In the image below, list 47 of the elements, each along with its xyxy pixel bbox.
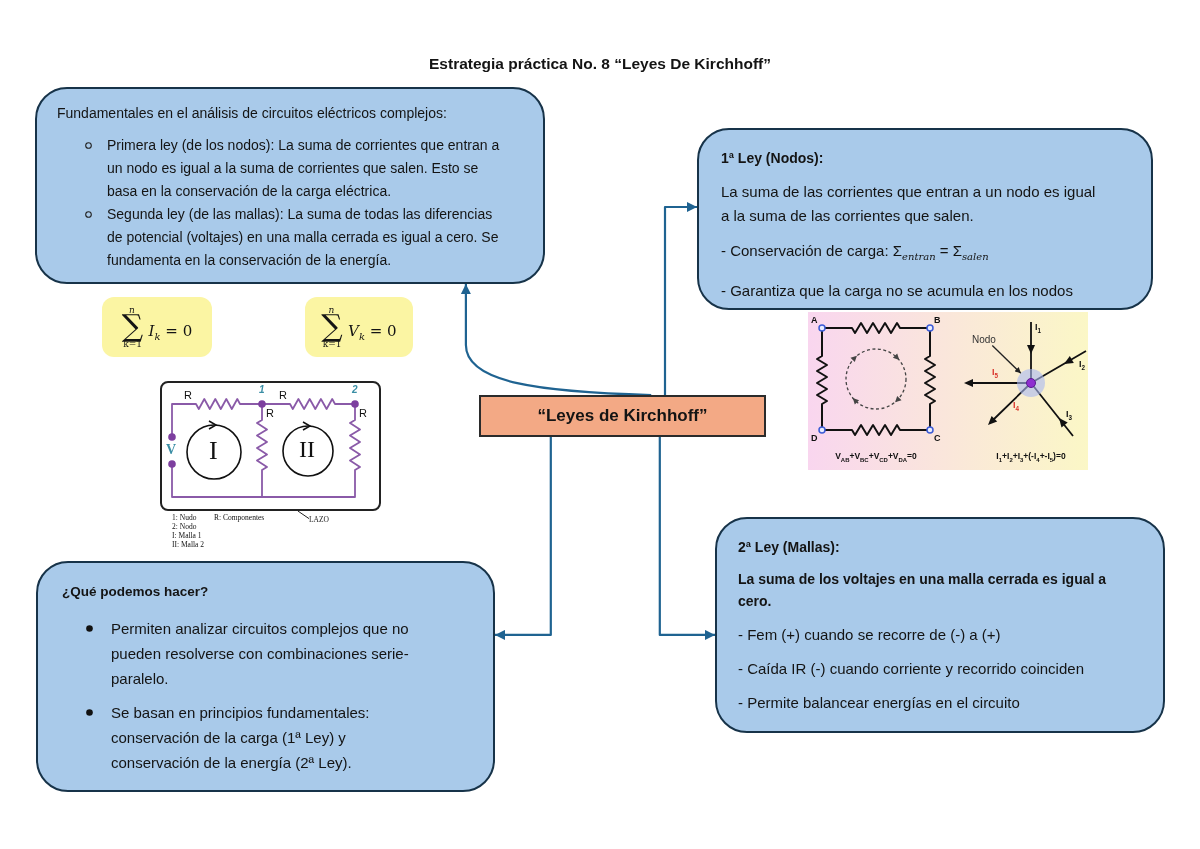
arrow <box>495 437 552 640</box>
topic-card <box>35 87 545 284</box>
bullet-text: Primera ley (de los nodos): La suma de corrientes que entran a un nodo es igual a la suma de corrientes que salen. Esto se basa en la conservación de la carga eléctrica. <box>107 136 501 201</box>
node-number: 1 <box>259 384 265 396</box>
topic-title: “Leyes de Kirchhoff” <box>537 406 708 426</box>
body-text: - Fem (+) cuando se recorre de (-) a (+) <box>738 625 1002 645</box>
current-label: I$_{1}$ <box>1035 322 1042 335</box>
arrow <box>663 202 697 395</box>
heading-text: 2ª Ley (Mallas): <box>738 538 841 557</box>
point-label: C <box>934 433 941 444</box>
point-label: B <box>934 315 941 326</box>
current-label: I$_{4}$ <box>1013 400 1020 413</box>
formula-card <box>102 297 212 357</box>
equation-text: I$_{1}$+I$_{2}$+I$_{3}$+(-I$_{4}$+-I$_{5}$)=0 <box>996 452 1066 464</box>
resistor-label: R <box>184 389 192 402</box>
leader-arrow <box>991 344 1022 374</box>
topic-card <box>36 561 495 792</box>
body-text: - Permite balancear energías en el circuito <box>738 693 1021 713</box>
page-title: Estrategia práctica No. 8 “Leyes De Kirchhoff” <box>429 55 771 73</box>
leader-line <box>297 510 310 520</box>
intro-text: Fundamentales en el análisis de circuitos eléctricos complejos: <box>57 104 448 123</box>
callout-text: Nodo <box>972 334 996 346</box>
body-text: - Garantiza que la carga no se acumula en los nodos <box>721 281 1074 301</box>
arrow <box>460 284 652 397</box>
bullet-text: Permiten analizar circuitos complejos que no pueden resolverse con combinaciones serie-paralelo. <box>111 619 410 689</box>
current-label: I$_{3}$ <box>1066 409 1073 422</box>
point-label: A <box>811 315 818 326</box>
node-number: 2 <box>352 384 358 396</box>
arrow <box>658 437 715 640</box>
equation-text: V$_{AB}$+V$_{BC}$+V$_{CD}$+V$_{DA}$=0 <box>835 452 917 464</box>
body-text: La suma de las corrientes que entran a un nodo es igual a la suma de las corrientes que salen. <box>721 182 1097 226</box>
resistor-label: R <box>279 389 287 402</box>
current-label: I$_{5}$ <box>992 367 999 380</box>
node-dot-icon <box>1017 369 1045 397</box>
point-label: D <box>811 433 818 444</box>
body-text: - Caída IR (-) cuando corriente y recorrido coinciden <box>738 659 1085 679</box>
heading-text: ¿Qué podemos hacer? <box>62 583 210 601</box>
topic-card <box>715 517 1165 733</box>
bullet-text: Segunda ley (de las mallas): La suma de todas las diferencias de potencial (voltajes) en una malla cerrada es igual a cero. Se fundamenta en la conservación de la energía. <box>107 205 500 270</box>
formula-card <box>305 297 413 357</box>
heading-text: 1ª Ley (Nodos): <box>721 149 825 168</box>
topic-card <box>697 128 1153 310</box>
current-label: I$_{2}$ <box>1079 359 1086 372</box>
central-topic-box <box>479 395 766 437</box>
body-text: La suma de los voltajes en una malla cerrada es igual a cero. <box>738 570 1108 611</box>
formula-line: - Conservación de carga: Σ$_{entran}$ = Σ$_{salen}$ <box>721 241 990 264</box>
bullet-text: Se basan en principios fundamentales: conservación de la carga (1ª Ley) y conservación de la energía (2ª Ley). <box>111 703 371 773</box>
